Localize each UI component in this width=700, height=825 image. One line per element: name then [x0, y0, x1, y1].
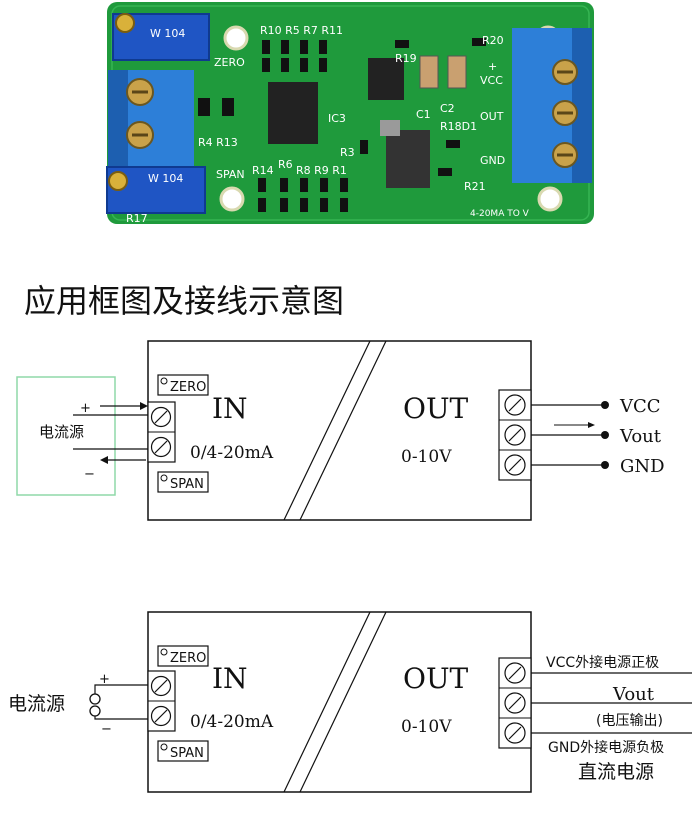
silk-label: R21 — [464, 180, 486, 193]
span-label: SPAN — [170, 746, 204, 761]
zero-potentiometer — [112, 13, 210, 61]
zero-adjust — [157, 374, 209, 396]
terminal-gnd: GND — [620, 456, 665, 477]
mount-hole — [223, 25, 249, 51]
plus-sign: + — [80, 401, 91, 416]
silk-label: R14 — [252, 164, 274, 177]
out-label: OUT — [403, 662, 469, 695]
silk-label: R19 — [395, 52, 417, 65]
module-box — [147, 340, 532, 521]
silk-label: 4-20MA TO V — [470, 209, 530, 219]
silk-label: R8 R9 R1 — [296, 164, 347, 177]
minus-sign: − — [101, 722, 112, 737]
terminal-vout: Vout — [619, 426, 662, 447]
terminal-vcc: VCC — [619, 396, 661, 417]
mount-hole — [219, 186, 245, 212]
dc-supply-label: 直流电源 — [578, 761, 654, 783]
pot-label: W 104 — [150, 27, 185, 40]
wiring-diagram-2: 电流源 + − ZERO SPAN IN 0/4-20mA OUT 0-10V — [8, 611, 692, 793]
pot-label: W 104 — [148, 172, 183, 185]
silk-label: R18D1 — [440, 120, 477, 133]
span-adjust — [157, 740, 209, 762]
mount-hole — [537, 186, 563, 212]
module-box — [147, 611, 532, 793]
ic-chip — [268, 82, 318, 144]
gnd-note: GND外接电源负极 — [548, 739, 664, 756]
silk-label: SPAN — [216, 168, 245, 181]
silk-label: R6 — [278, 158, 293, 171]
current-source-label: 电流源 — [39, 423, 84, 441]
ic-chip — [368, 58, 404, 100]
in-label: IN — [212, 392, 248, 425]
span-label: SPAN — [170, 477, 204, 492]
in-label: IN — [212, 662, 248, 695]
silk-label: R17 — [126, 212, 148, 225]
pcb-board — [107, 2, 594, 224]
capacitor — [447, 55, 467, 89]
vout-label: Vout — [612, 684, 655, 705]
vout-note: (电压输出) — [596, 713, 663, 729]
section-title: 应用框图及接线示意图 — [24, 282, 344, 320]
capacitor — [419, 55, 439, 89]
out-label: OUT — [403, 392, 469, 425]
silk-label: R3 — [340, 146, 355, 159]
silk-label: R10 R5 R7 R11 — [260, 24, 343, 37]
current-source-symbol — [89, 693, 101, 705]
pcb-photo: W 104 W 104 — [106, 2, 594, 225]
plus-sign: + — [99, 672, 110, 687]
silk-label: ZERO — [214, 56, 245, 69]
smd-resistors — [198, 38, 486, 212]
silk-label: OUT — [480, 110, 504, 123]
wiring-diagram-1: 电流源 + − ZERO SPAN IN 0/4-20mA OUT 0-10V — [16, 340, 665, 521]
current-source-box — [16, 376, 116, 496]
current-source-label: 电流源 — [8, 693, 65, 715]
zero-label: ZERO — [170, 651, 206, 666]
in-range: 0/4-20mA — [190, 712, 274, 732]
silk-label: R20 — [482, 34, 504, 47]
in-range: 0/4-20mA — [190, 443, 274, 463]
out-range: 0-10V — [401, 447, 452, 467]
zero-adjust — [157, 645, 209, 667]
silk-label: IC3 — [328, 112, 346, 125]
vcc-note: VCC外接电源正极 — [546, 654, 659, 671]
silk-label: + — [488, 60, 497, 73]
silk-label: C1 — [416, 108, 431, 121]
silk-label: GND — [480, 154, 505, 167]
span-adjust — [157, 471, 209, 493]
silk-label: R4 R13 — [198, 136, 238, 149]
silk-label: VCC — [480, 74, 503, 87]
silk-label: C2 — [440, 102, 455, 115]
minus-sign: − — [84, 467, 95, 482]
zero-label: ZERO — [170, 380, 206, 395]
out-range: 0-10V — [401, 717, 452, 737]
regulator-chip — [386, 130, 430, 188]
